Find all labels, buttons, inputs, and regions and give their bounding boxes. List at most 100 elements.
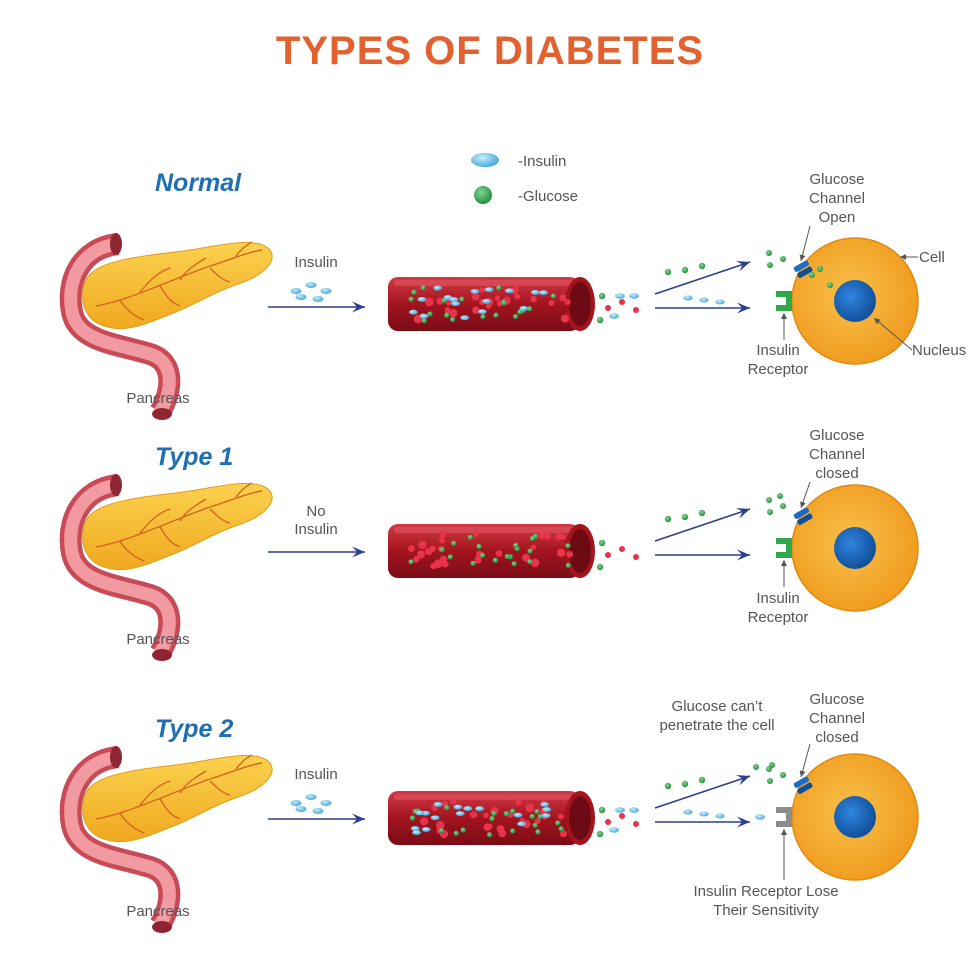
flow-arrow — [268, 301, 365, 313]
glucose-molecule — [420, 285, 426, 291]
glucose-molecule — [444, 804, 450, 811]
insulin-arrow — [655, 816, 750, 828]
insulin-molecule — [305, 794, 317, 800]
channel-label: Glucose — [809, 427, 864, 444]
channel-label: closed — [815, 729, 858, 746]
glucose-arrow — [654, 507, 751, 542]
channel-label: Channel — [809, 710, 865, 727]
insulin-molecule — [455, 811, 465, 816]
insulin-molecule — [451, 301, 461, 307]
red-blood-cell — [605, 305, 611, 311]
insulin-molecule — [629, 807, 639, 813]
flow-label: Insulin — [294, 254, 337, 271]
glucose-molecule — [817, 266, 823, 272]
row-normal: NormalPancreasInsulinGlucoseChannelOpenI… — [59, 169, 966, 420]
pancreas-body — [82, 483, 273, 571]
red-blood-cell — [556, 548, 566, 557]
red-blood-cell — [494, 295, 501, 302]
glucose-molecule — [504, 554, 511, 560]
insulin-molecule — [415, 810, 425, 816]
insulin-molecule — [295, 806, 307, 812]
channel-label: Open — [819, 209, 856, 226]
nucleus — [834, 280, 876, 322]
glucose-molecule — [486, 832, 493, 838]
pancreas-illustration — [59, 233, 273, 420]
red-blood-cell — [439, 537, 446, 544]
glucose-molecule — [439, 547, 445, 553]
flow-label: No — [306, 503, 325, 520]
red-blood-cell — [633, 307, 639, 313]
insulin-molecule — [295, 294, 307, 300]
glucose-molecule — [809, 272, 815, 278]
red-blood-cell — [420, 817, 429, 826]
glucose-molecule — [444, 312, 450, 318]
row-title: Normal — [155, 169, 242, 197]
glucose-molecule — [681, 513, 689, 521]
glucose-molecule — [450, 316, 456, 323]
insulin-molecule — [542, 807, 552, 812]
row-title: Type 2 — [155, 715, 233, 743]
channel-label: Channel — [809, 446, 865, 463]
glucose-molecule — [527, 559, 533, 565]
glucose-molecule — [453, 830, 459, 836]
glucose-molecule — [777, 493, 783, 499]
channel-pointer — [799, 743, 811, 778]
glucose-channel — [793, 776, 813, 794]
glucose-molecule — [411, 289, 417, 295]
red-blood-cell — [530, 558, 540, 568]
glucose-molecule — [459, 296, 465, 302]
red-blood-cell — [472, 306, 480, 314]
glucose-molecule — [509, 808, 516, 814]
glucose-legend-icon — [474, 186, 492, 204]
red-blood-cell — [557, 813, 564, 820]
red-blood-cell — [559, 294, 567, 302]
insulin-molecule — [615, 807, 625, 813]
red-blood-cell — [619, 546, 625, 552]
receptor-label: Receptor — [748, 609, 809, 626]
glucose-molecule — [596, 316, 604, 324]
glucose-molecule — [513, 313, 519, 320]
glucose-molecule — [780, 772, 786, 778]
glucose-molecule — [550, 293, 557, 299]
pancreas-body — [82, 242, 273, 330]
red-blood-cell — [496, 825, 505, 833]
red-blood-cell — [407, 545, 415, 552]
red-blood-cell — [534, 817, 541, 824]
insulin-molecule — [449, 297, 459, 302]
insulin-molecule — [540, 802, 550, 807]
pancreas-label: Pancreas — [126, 903, 189, 920]
glucose-molecule — [598, 292, 606, 300]
glucose-molecule — [664, 515, 672, 523]
red-blood-cell — [555, 532, 563, 541]
glucose-molecule — [598, 539, 606, 547]
pancreas-vessels — [95, 241, 263, 321]
glucose-molecule — [493, 312, 499, 318]
insulin-molecule — [517, 821, 526, 827]
cell — [776, 237, 919, 365]
glucose-molecule — [532, 533, 539, 539]
insulin-molecule — [513, 812, 523, 818]
glucose-molecule — [529, 813, 535, 820]
glucose-molecule — [598, 806, 606, 814]
glucose-molecule — [409, 815, 416, 821]
nucleus-label: Nucleus — [912, 342, 966, 359]
red-blood-cell — [514, 293, 521, 300]
glucose-molecule — [408, 296, 414, 302]
legend-insulin-label: -Insulin — [518, 153, 566, 170]
glucose-molecule — [565, 562, 571, 569]
glucose-molecule — [698, 776, 706, 784]
red-blood-cell — [470, 811, 478, 819]
glucose-molecule — [596, 830, 604, 838]
insulin-molecule — [305, 282, 317, 288]
glucose-molecule — [698, 509, 706, 517]
channel-pointer — [799, 225, 811, 262]
receptor-label: Insulin — [756, 590, 799, 607]
insulin-molecule — [421, 827, 431, 832]
insulin-arrow — [655, 302, 750, 314]
row-type2: Type 2PancreasInsulinGlucoseChannelclose… — [59, 691, 919, 933]
glucose-molecule — [698, 262, 706, 270]
nucleus-pointer — [873, 317, 913, 351]
glucose-molecule — [476, 543, 482, 550]
nucleus — [834, 527, 876, 569]
